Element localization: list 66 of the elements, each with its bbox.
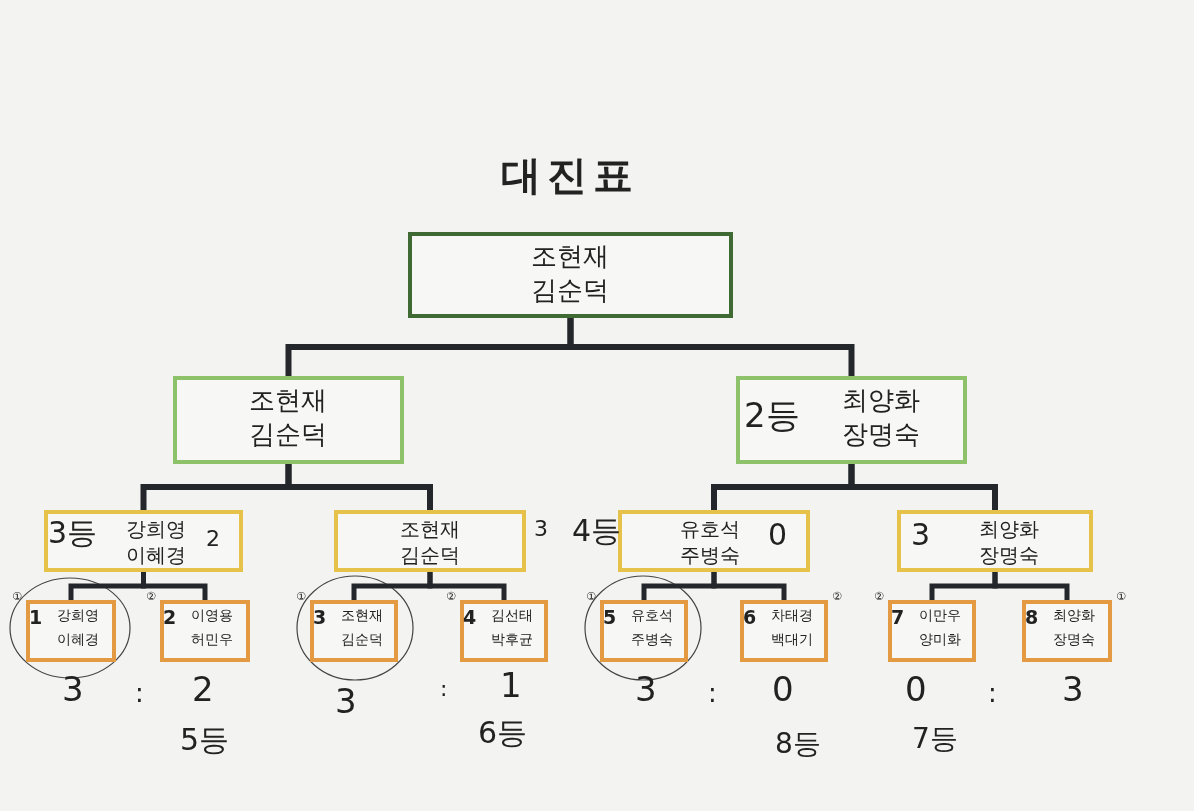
player-names: 강희영 이혜경 — [126, 516, 186, 568]
match-box — [897, 510, 1093, 572]
circled-number: ① — [586, 591, 596, 602]
rank-text: 7등 — [912, 725, 958, 753]
score-text: : — [135, 680, 144, 706]
player-names: 강희영 이혜경 — [57, 606, 99, 649]
handwritten-note: 2 — [206, 528, 220, 550]
player-names: 유호석 주병숙 — [631, 606, 673, 649]
match-box — [173, 376, 404, 464]
match-box — [408, 232, 733, 318]
rank-text: 6등 — [478, 718, 528, 748]
player-names: 최양화 장명숙 — [979, 516, 1039, 568]
score-text: 3 — [335, 684, 357, 718]
handwritten-note: 3등 — [48, 518, 98, 548]
seed-number: 7 — [891, 608, 905, 627]
rank-text: 5등 — [180, 725, 230, 755]
bracket-line — [427, 572, 507, 600]
match-box — [736, 376, 967, 464]
circled-number: ② — [146, 591, 156, 602]
seed-number: 3 — [313, 608, 327, 627]
bracket-line — [567, 318, 855, 376]
seed-number: 5 — [603, 608, 617, 627]
score-text: 0 — [905, 672, 927, 706]
score-text: 3 — [635, 672, 657, 706]
seed-number: 2 — [163, 608, 177, 627]
player-names: 김선태 박후균 — [491, 606, 533, 649]
player-names: 유호석 주병숙 — [680, 516, 740, 568]
player-names: 조현재 김순덕 — [249, 384, 327, 451]
seed-number: 6 — [743, 608, 757, 627]
score-text: 2 — [192, 672, 214, 706]
circled-number: ① — [296, 591, 306, 602]
score-text: 3 — [62, 672, 84, 706]
rank-text: 8등 — [775, 730, 821, 758]
seed-number: 4 — [463, 608, 477, 627]
circled-number: ② — [446, 591, 456, 602]
bracket-line — [711, 572, 787, 600]
handwritten-note: 3 — [911, 520, 931, 550]
player-names: 차태경 백대기 — [771, 606, 813, 649]
player-names: 이만우 양미화 — [919, 606, 961, 649]
circled-number: ② — [832, 591, 842, 602]
score-text: 1 — [500, 668, 522, 702]
player-names: 조현재 김순덕 — [341, 606, 383, 649]
score-text: 3 — [1062, 672, 1084, 706]
title: 대진표 — [500, 151, 640, 200]
circled-number: ① — [1116, 591, 1126, 602]
handwritten-note: 3 — [534, 518, 548, 540]
seed-number: 8 — [1025, 608, 1039, 627]
player-names: 최양화 장명숙 — [1053, 606, 1095, 649]
bracket-line — [285, 464, 433, 510]
match-box — [44, 510, 243, 572]
circled-number: ② — [874, 591, 884, 602]
score-text: 0 — [772, 672, 794, 706]
bracket-line — [141, 572, 208, 600]
bracket-line — [848, 464, 998, 510]
score-text: : — [440, 678, 448, 700]
player-names: 조현재 김순덕 — [400, 516, 460, 568]
bracket-line — [992, 572, 1070, 600]
player-names: 이영용 허민우 — [191, 606, 233, 649]
score-text: : — [708, 680, 717, 706]
score-text: : — [988, 680, 997, 706]
handwritten-note: 0 — [768, 520, 788, 550]
circled-number: ① — [12, 591, 22, 602]
player-names: 조현재 김순덕 — [531, 240, 609, 307]
handwritten-note: 2등 — [744, 398, 800, 432]
player-names: 최양화 장명숙 — [842, 384, 920, 451]
seed-number: 1 — [29, 608, 43, 627]
